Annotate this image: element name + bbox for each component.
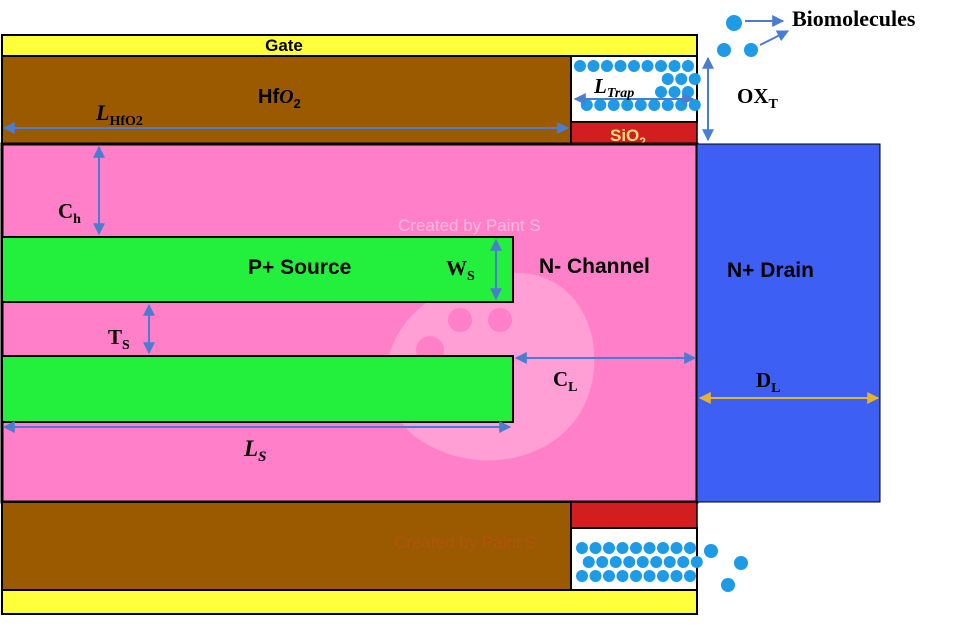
bottom-sio2-layer [570, 501, 698, 529]
trapped-biomolecule [628, 60, 640, 72]
p-source-upper [1, 236, 514, 303]
trapped-biomolecule [657, 570, 669, 582]
trapped-biomolecule [684, 570, 696, 582]
trapped-biomolecule [609, 556, 622, 568]
n-drain-label: N+ Drain [727, 259, 814, 282]
legend-biomolecule-3 [744, 43, 758, 57]
trapped-biomolecule [589, 570, 602, 582]
bottom-trapped-biomolecules [576, 542, 703, 582]
trapped-biomolecule [675, 73, 688, 85]
trapped-biomolecule [650, 556, 663, 568]
trapped-biomolecule [682, 60, 694, 72]
free-biomolecule [721, 578, 735, 592]
trapped-biomolecule [663, 556, 676, 568]
trapped-biomolecule [576, 542, 588, 554]
n-drain [696, 143, 881, 503]
trapped-biomolecule [614, 60, 627, 72]
trapped-biomolecule [587, 60, 600, 72]
gate-label: Gate [265, 36, 303, 55]
t-s-label: TS [108, 325, 130, 353]
l-hfo2-label: LHfO2 [95, 100, 143, 129]
trapped-biomolecule [661, 73, 674, 85]
c-h-label: Ch [58, 199, 81, 227]
trapped-biomolecule [682, 86, 694, 98]
trapped-biomolecule [630, 570, 642, 582]
l-s-label: LS [243, 436, 266, 465]
trapped-biomolecule [661, 99, 674, 111]
free-biomolecule [734, 556, 748, 570]
trapped-biomolecule [574, 60, 586, 72]
trapped-biomolecule [576, 570, 588, 582]
c-l-label: CL [553, 367, 578, 395]
trapped-biomolecule [594, 99, 607, 111]
trapped-biomolecule [641, 60, 654, 72]
trapped-biomolecule [643, 570, 656, 582]
trapped-biomolecule [623, 556, 636, 568]
trapped-biomolecule [630, 542, 642, 554]
trapped-biomolecule [688, 99, 701, 111]
ox-t-label: OXT [737, 84, 779, 112]
trapped-biomolecule [589, 542, 602, 554]
trapped-biomolecule [655, 86, 667, 98]
w-s-label: WS [446, 256, 475, 284]
legend-biomolecule-2 [717, 43, 731, 57]
legend-biomolecule-1 [726, 15, 742, 31]
trapped-biomolecule [582, 556, 595, 568]
trapped-biomolecule [670, 570, 683, 582]
trapped-biomolecule [603, 570, 615, 582]
trapped-biomolecule [636, 556, 649, 568]
trapped-biomolecule [668, 60, 681, 72]
trapped-biomolecule [655, 60, 667, 72]
trapped-biomolecule [648, 99, 661, 111]
watermark-text-2: Created by Paint S [394, 533, 537, 552]
bottom-gate [1, 589, 698, 615]
trapped-biomolecule [668, 86, 681, 98]
top-gate [1, 34, 698, 57]
trapped-biomolecule [601, 60, 613, 72]
trapped-biomolecule [684, 542, 696, 554]
free-biomolecule [704, 544, 718, 558]
p-source-lower [1, 355, 514, 423]
biomolecules-label: Biomolecules [792, 6, 916, 31]
legend-arrow-2 [759, 30, 790, 46]
trapped-biomolecule [634, 99, 647, 111]
trapped-biomolecule [677, 556, 690, 568]
trapped-biomolecule [690, 556, 703, 568]
l-trap-label: LTrap [593, 74, 634, 101]
hfo2-label: HfO2 [258, 86, 301, 111]
n-channel-label: N- Channel [539, 255, 650, 278]
trapped-biomolecule [603, 542, 615, 554]
watermark-text-1: Created by Paint S [398, 216, 541, 235]
sio2-label: SiO2 [610, 126, 646, 149]
trapped-biomolecule [675, 99, 688, 111]
p-source-label: P+ Source [248, 256, 351, 279]
trapped-biomolecule [580, 99, 593, 111]
trapped-biomolecule [616, 542, 629, 554]
trapped-biomolecule [616, 570, 629, 582]
trapped-biomolecule [596, 556, 609, 568]
bottom-hfo2-oxide [1, 501, 572, 591]
trapped-biomolecule [643, 542, 656, 554]
trapped-biomolecule [657, 542, 669, 554]
n-channel-body [0, 142, 699, 504]
trapped-biomolecule [688, 73, 701, 85]
trapped-biomolecule [670, 542, 683, 554]
d-l-label: DL [756, 368, 781, 396]
